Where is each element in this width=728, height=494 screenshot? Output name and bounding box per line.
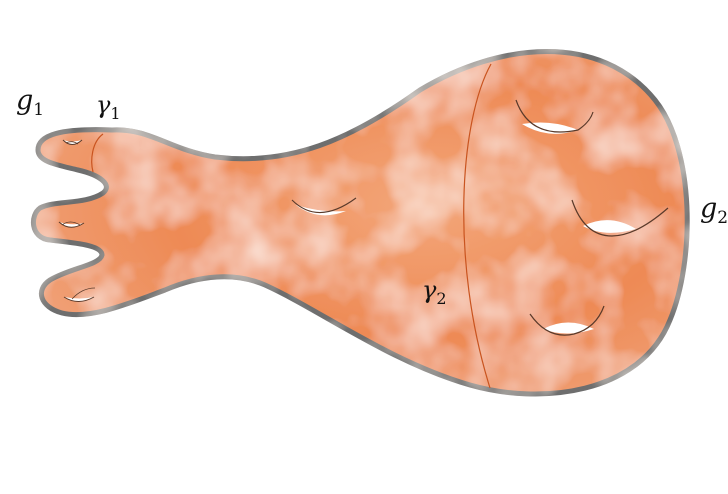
genus-surface (33, 52, 687, 394)
label-g1: g1 (16, 85, 44, 120)
label-gamma1: γ1 (96, 91, 121, 123)
label-g2: g2 (700, 193, 728, 228)
